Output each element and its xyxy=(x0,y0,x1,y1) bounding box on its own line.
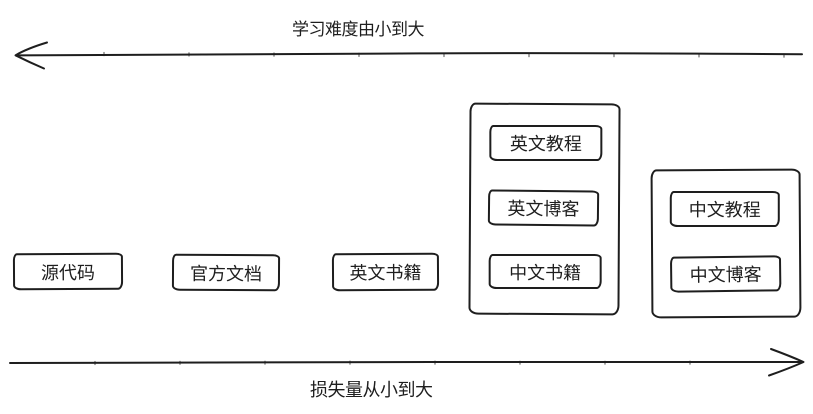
loss-axis-arrow xyxy=(9,348,805,377)
box-chinese-books: 中文书籍 xyxy=(488,253,602,290)
top-axis-label: 学习难度由小到大 xyxy=(292,20,425,39)
box-english-blogs: 英文博客 xyxy=(487,189,600,227)
box-chinese-blogs-label: 中文博客 xyxy=(689,264,762,286)
box-english-books: 英文书籍 xyxy=(331,252,440,292)
box-source-code: 源代码 xyxy=(12,252,124,291)
box-english-blogs-label: 英文博客 xyxy=(507,198,580,220)
box-english-tutorials: 英文教程 xyxy=(489,124,603,162)
box-chinese-tutorials-label: 中文教程 xyxy=(688,199,761,221)
box-chinese-blogs: 中文博客 xyxy=(669,255,782,293)
box-official-docs-label: 官方文档 xyxy=(189,263,263,284)
box-source-code-label: 源代码 xyxy=(40,262,96,283)
bottom-arrow-line xyxy=(9,360,801,364)
box-english-books-label: 英文书籍 xyxy=(349,262,422,284)
difficulty-axis-arrow xyxy=(14,41,803,70)
top-arrow-line xyxy=(16,52,803,57)
top-arrow-sketch-ticks xyxy=(103,51,785,58)
group-box-1: 英文教程 英文博客 中文书籍 xyxy=(468,102,621,316)
arrow-head-right-icon xyxy=(768,348,805,377)
box-official-docs: 官方文档 xyxy=(171,253,281,292)
bottom-arrow-sketch-ticks xyxy=(94,360,691,366)
box-english-tutorials-label: 英文教程 xyxy=(509,133,582,155)
bottom-axis-label: 损失量从小到大 xyxy=(310,380,433,400)
box-chinese-tutorials: 中文教程 xyxy=(669,190,780,228)
box-chinese-books-label: 中文书籍 xyxy=(509,262,582,283)
group-box-2: 中文教程 中文博客 xyxy=(650,168,802,319)
arrow-head-left-icon xyxy=(14,41,48,70)
